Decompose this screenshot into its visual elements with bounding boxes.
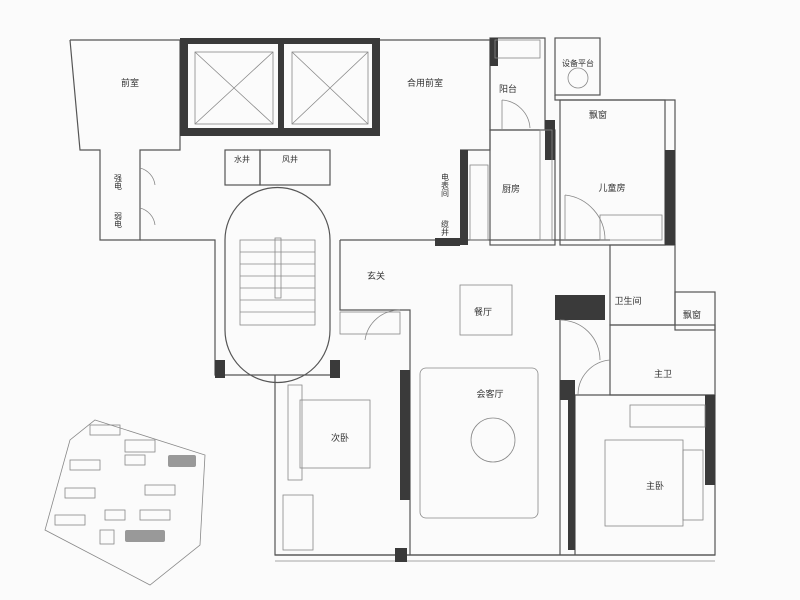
label-dining: 餐厅 [474, 306, 492, 318]
staircase [224, 186, 331, 384]
label-weak-power: 弱电 [114, 212, 123, 228]
doors [139, 99, 611, 396]
label-strong-power: 强电 [114, 174, 123, 190]
label-kids-room: 儿童房 [598, 182, 625, 194]
label-balcony: 阳台 [499, 83, 517, 95]
label-bathroom: 卫生间 [614, 295, 641, 307]
label-master-bedroom: 主卧 [646, 480, 664, 492]
label-equipment-platform: 设备平台 [562, 58, 594, 68]
room-labels: 前室 合用前室 水井 风井 强电 弱电 电表间 缆井 阳台 厨房 设备平台 飘窗… [114, 58, 702, 492]
label-bay-window-2: 飘窗 [683, 309, 701, 321]
label-air-shaft: 风井 [282, 154, 298, 164]
label-living: 会客厅 [476, 388, 503, 400]
label-front-room: 前室 [121, 77, 139, 89]
label-foyer: 玄关 [367, 270, 385, 282]
label-second-bedroom: 次卧 [331, 432, 349, 444]
site-plan-thumbnail [44, 419, 206, 586]
elevators [194, 51, 369, 186]
label-kitchen: 厨房 [502, 183, 520, 195]
label-meter-room: 电表间 [441, 172, 450, 198]
label-shared-front-room: 合用前室 [407, 77, 443, 89]
furniture [282, 39, 706, 551]
structural-columns [180, 38, 715, 562]
label-master-bath: 主卫 [654, 368, 672, 380]
label-cable-shaft: 缆井 [441, 219, 450, 237]
label-water-shaft: 水井 [234, 154, 250, 164]
label-bay-window-1: 飘窗 [589, 109, 607, 121]
